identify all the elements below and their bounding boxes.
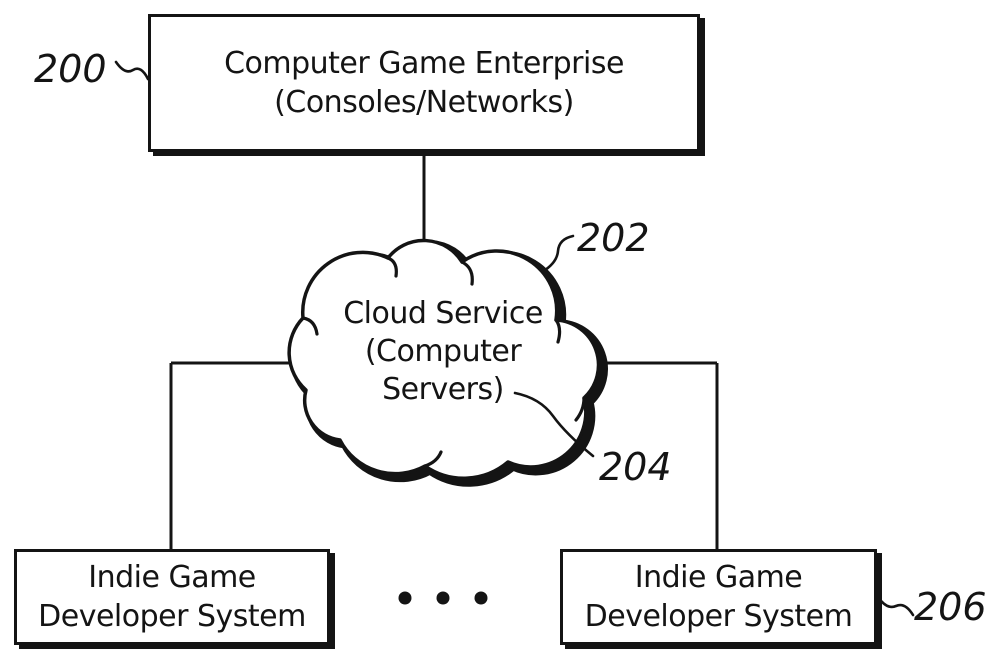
cloud-lobe-curls xyxy=(301,256,586,468)
enterprise-box: Computer Game Enterprise (Consoles/Netwo… xyxy=(148,14,700,152)
indie-right-label-line1: Indie Game xyxy=(634,560,803,595)
ref-label-202: 202 xyxy=(577,216,650,260)
cloud-label-line3: Servers) xyxy=(382,372,504,407)
indie-right-label-line2: Developer System xyxy=(584,599,853,634)
indie-left-label-line2: Developer System xyxy=(38,599,306,634)
leader-202-curve xyxy=(540,234,575,274)
ref-label-204: 204 xyxy=(599,445,672,489)
cloud-shape xyxy=(287,238,601,480)
ellipsis-dot xyxy=(398,591,412,605)
ref-label-200: 200 xyxy=(34,47,107,91)
leader-200-squiggle xyxy=(114,60,150,81)
enterprise-box-label-line2: (Consoles/Networks) xyxy=(274,85,574,120)
cloud-label-line1: Cloud Service xyxy=(343,296,543,331)
leader-206-squiggle xyxy=(876,595,915,617)
cloud-label-line2: (Computer xyxy=(364,334,522,369)
cloud-label: Cloud Service (Computer Servers) xyxy=(288,295,598,409)
ref-label-206: 206 xyxy=(914,585,987,629)
ellipsis-dot xyxy=(436,591,450,605)
indie-developer-box-right: Indie Game Developer System xyxy=(560,549,877,645)
indie-left-label-line1: Indie Game xyxy=(88,560,256,595)
indie-developer-box-left: Indie Game Developer System xyxy=(14,549,330,645)
ellipsis-dot xyxy=(474,591,488,605)
enterprise-box-label-line1: Computer Game Enterprise xyxy=(224,46,624,81)
leader-204-curve xyxy=(513,391,595,458)
ellipsis-dots xyxy=(398,591,488,605)
